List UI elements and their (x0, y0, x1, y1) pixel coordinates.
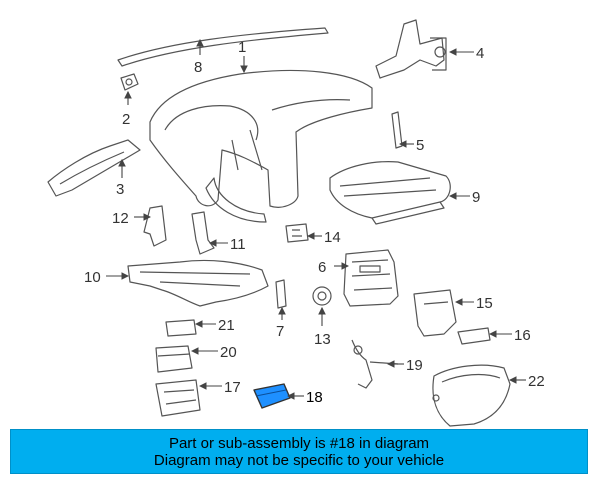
callout-22: 22 (528, 373, 545, 390)
callout-9: 9 (472, 189, 480, 206)
parts-diagram: 1 2 3 4 5 6 7 8 9 10 11 12 13 14 15 16 1… (47, 19, 545, 427)
part-11-bracket[interactable] (191, 211, 215, 255)
callout-8: 8 (194, 59, 202, 76)
callout-20: 20 (220, 344, 237, 361)
callout-12: 12 (112, 210, 129, 227)
callout-10: 10 (84, 269, 101, 286)
part-1-dashboard[interactable] (149, 69, 373, 223)
part-21-switch[interactable] (165, 319, 197, 337)
callout-16: 16 (514, 327, 531, 344)
callout-11: 11 (230, 236, 246, 253)
banner-line-part: Part or sub-assembly is #18 in diagram (168, 434, 430, 452)
callout-17: 17 (224, 379, 241, 396)
part-5-small-bracket[interactable] (391, 111, 403, 149)
callout-5: 5 (416, 137, 424, 154)
part-20-ashtray[interactable] (155, 345, 193, 373)
part-22-glove-box[interactable] (432, 364, 511, 427)
part-2-clip[interactable] (120, 73, 139, 91)
part-9-cover-panel[interactable] (329, 161, 451, 225)
callout-7: 7 (276, 323, 284, 340)
callout-1: 1 (238, 39, 246, 56)
part-14-bezel[interactable] (285, 223, 309, 243)
callout-15: 15 (476, 295, 493, 312)
banner-line-disclaimer: Diagram may not be specific to your vehi… (153, 451, 445, 469)
callout-19: 19 (406, 357, 423, 374)
part-18-highlighted[interactable] (253, 383, 291, 409)
part-13-knob[interactable] (312, 286, 332, 306)
part-3-left-trim-panel[interactable] (47, 139, 141, 197)
callout-13: 13 (314, 331, 331, 348)
part-10-air-duct[interactable] (127, 259, 269, 307)
part-16-small-bin[interactable] (457, 327, 491, 345)
callout-4: 4 (476, 45, 484, 62)
callout-21: 21 (218, 317, 235, 334)
part-4-bracket[interactable] (375, 19, 447, 79)
part-8-trim-strip[interactable] (117, 27, 329, 67)
callout-3: 3 (116, 181, 124, 198)
callout-6: 6 (318, 259, 326, 276)
callout-2: 2 (122, 111, 130, 128)
part-12-bracket[interactable] (143, 205, 167, 247)
callout-14: 14 (324, 229, 341, 246)
part-6-center-bracket[interactable] (343, 249, 399, 307)
part-17-storage-tray[interactable] (155, 379, 201, 417)
callout-18: 18 (306, 389, 323, 406)
part-15-bin[interactable] (413, 289, 457, 337)
info-banner: Part or sub-assembly is #18 in diagram D… (10, 429, 588, 474)
part-7-clip[interactable] (275, 279, 287, 309)
